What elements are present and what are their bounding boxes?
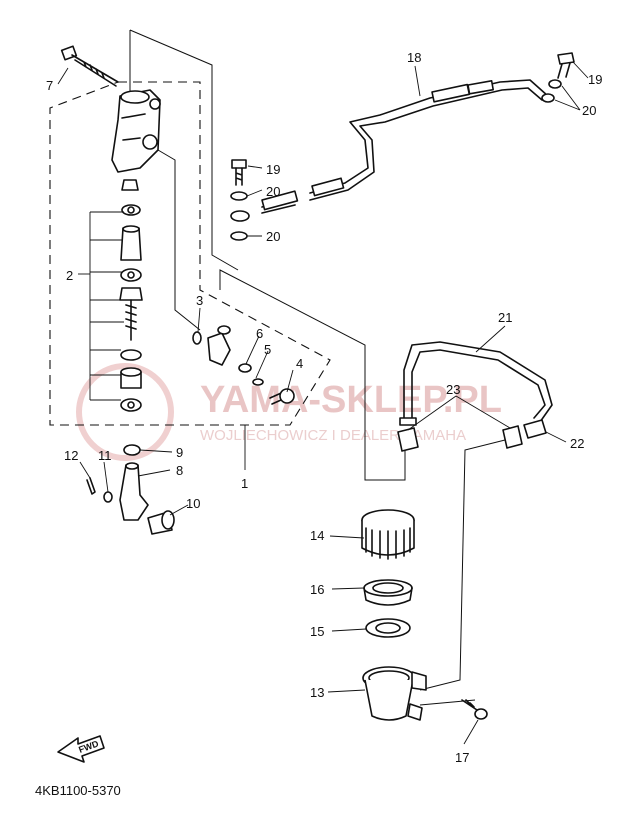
- master-cylinder-body: [111, 89, 161, 173]
- piston-kit-stack: [89, 179, 143, 412]
- reservoir-hose-21: [397, 341, 553, 452]
- callout-9: 9: [176, 445, 183, 460]
- callout-labels: 1 2 3 4 5 6 7 8 9 10 11 12 13 14 15 16 1…: [46, 50, 602, 765]
- callout-8: 8: [176, 463, 183, 478]
- callout-17: 17: [455, 750, 469, 765]
- callout-23: 23: [446, 382, 460, 397]
- callout-3: 3: [196, 293, 203, 308]
- callout-10: 10: [186, 496, 200, 511]
- callout-21: 21: [498, 310, 512, 325]
- callout-18: 18: [407, 50, 421, 65]
- part-number-code: 4KB1100-5370: [35, 783, 121, 798]
- brake-hose-18: [230, 79, 549, 222]
- watermark-title: YAMA-SKLEP.PL: [200, 379, 502, 421]
- callout-20-lower-left: 20: [266, 229, 280, 244]
- callout-19-left: 19: [266, 162, 280, 177]
- fwd-arrow-icon: FWD: [57, 735, 105, 763]
- callout-19-right: 19: [588, 72, 602, 87]
- callout-22: 22: [570, 436, 584, 451]
- bolt-7: [60, 45, 119, 87]
- watermark-logo-circle: [76, 363, 174, 461]
- union-bolts-washers: [230, 52, 575, 241]
- guide-line-cylinder-to-reservoir: [157, 149, 406, 481]
- watermark-subtitle: WOJLIECHOWICZ I DEALER YAMAHA: [200, 427, 466, 444]
- callout-7: 7: [46, 78, 53, 93]
- callout-1: 1: [241, 476, 248, 491]
- callout-16: 16: [310, 582, 324, 597]
- guide-line-reservoir-hose: [419, 439, 506, 706]
- assembly-boundary-dashed: [49, 81, 331, 426]
- callout-15: 15: [310, 624, 324, 639]
- callout-20-upper-left: 20: [266, 184, 280, 199]
- clevis-group: [86, 444, 175, 535]
- hose-joint-group: [192, 325, 295, 405]
- callout-14: 14: [310, 528, 324, 543]
- guide-line-bolt-to-hose: [129, 29, 239, 271]
- callout-11: 11: [98, 448, 112, 463]
- callout-12: 12: [64, 448, 78, 463]
- callout-13: 13: [310, 685, 324, 700]
- callout-6: 6: [256, 326, 263, 341]
- callout-leaders: [57, 61, 589, 745]
- callout-4: 4: [296, 356, 303, 371]
- callout-20-right: 20: [582, 103, 596, 118]
- callout-2: 2: [66, 268, 73, 283]
- callout-5: 5: [264, 342, 271, 357]
- reservoir-group: [361, 509, 488, 721]
